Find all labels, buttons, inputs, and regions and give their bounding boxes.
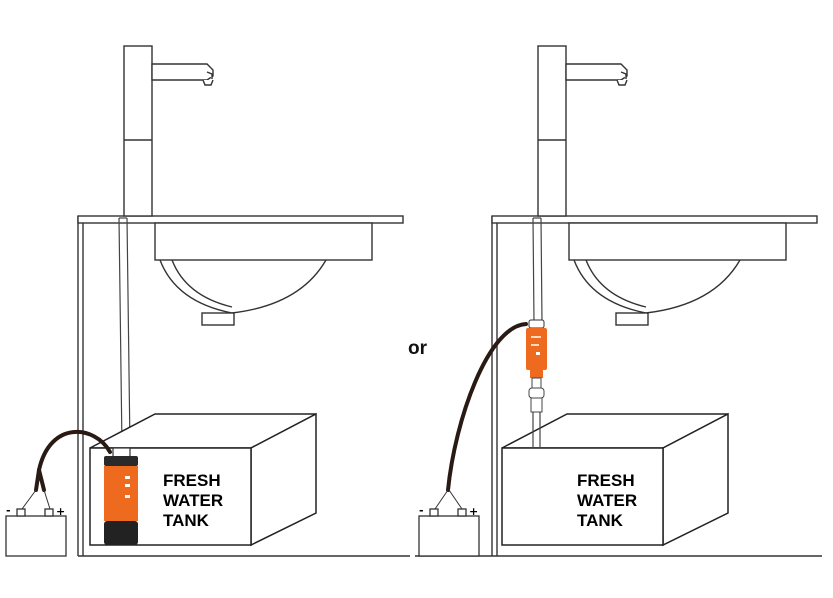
battery-minus-label: -: [419, 504, 424, 517]
water-tank-icon: [501, 412, 729, 547]
tank-label-line2: WATER: [577, 491, 637, 510]
battery-leads: [21, 489, 51, 510]
water-hose: [118, 217, 131, 449]
tank-label-line1: FRESH: [577, 471, 635, 490]
power-cable: [34, 430, 112, 492]
inline-pump-icon: [526, 319, 547, 413]
right-installation: - + FRESH WATER TANK: [415, 45, 822, 557]
water-hose-lower: [532, 412, 541, 448]
faucet-icon: [537, 45, 628, 217]
battery-leads: [434, 489, 463, 510]
tank-label-line3: TANK: [577, 511, 624, 530]
battery-icon: [5, 508, 67, 557]
tank-label-line1: FRESH: [163, 471, 221, 490]
battery-plus-label: +: [56, 505, 65, 518]
or-separator: or: [408, 338, 428, 359]
battery-plus-label: +: [469, 505, 478, 518]
cabinet: [415, 216, 822, 557]
battery-icon: [418, 508, 480, 557]
power-cable: [446, 322, 528, 492]
sink-icon: [568, 222, 787, 326]
submersible-pump-icon: [104, 447, 138, 545]
water-hose-upper: [532, 217, 543, 323]
faucet-icon: [123, 45, 214, 217]
left-installation: - + FRESH WATER TANK: [5, 45, 410, 557]
sink-icon: [154, 222, 373, 326]
tank-label-line2: WATER: [163, 491, 223, 510]
tank-label-line3: TANK: [163, 511, 210, 530]
cabinet: [77, 216, 410, 557]
battery-minus-label: -: [6, 504, 11, 517]
